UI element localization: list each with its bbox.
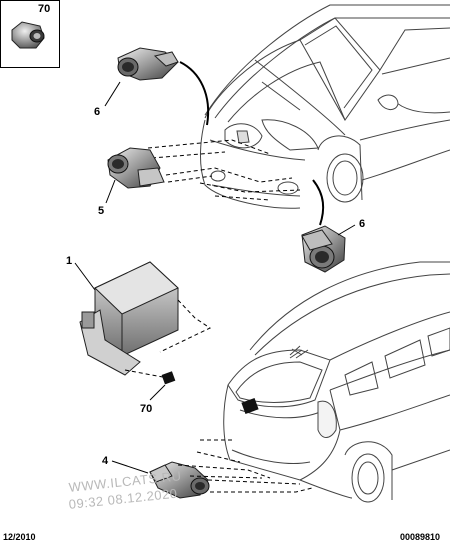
control-unit-icon: [79, 261, 179, 376]
parking-sensor-icon: [301, 225, 346, 273]
callout-6-right: 6: [359, 218, 366, 230]
front-vehicle-outline: [199, 4, 450, 209]
fastener-icon: [161, 371, 176, 385]
clip-nut-icon: [11, 21, 45, 49]
callout-5: 5: [98, 205, 105, 217]
parking-sensor-icon: [107, 147, 165, 189]
sensor-cable-right: [312, 179, 325, 226]
callout-leaders: [74, 81, 356, 474]
footer-doc-number: 00089810: [400, 532, 441, 542]
rear-vehicle-outline: [223, 261, 450, 503]
callout-4: 4: [102, 455, 109, 467]
footer-date: 12/2010: [3, 532, 36, 542]
sensor-cable-upper: [179, 61, 210, 126]
callout-1: 1: [66, 255, 73, 267]
parking-sensor-icon: [117, 47, 179, 81]
callout-70: 70: [140, 403, 153, 415]
parking-sensor-icon: [149, 461, 210, 499]
callout-6-upper: 6: [94, 106, 101, 118]
control-unit-leaders: [124, 299, 212, 379]
inset-part-number: 70: [38, 3, 51, 15]
rear-camera-icon: [241, 397, 259, 415]
rear-sensor-leaders: [177, 439, 313, 493]
front-sensor-leaders: [147, 139, 301, 201]
